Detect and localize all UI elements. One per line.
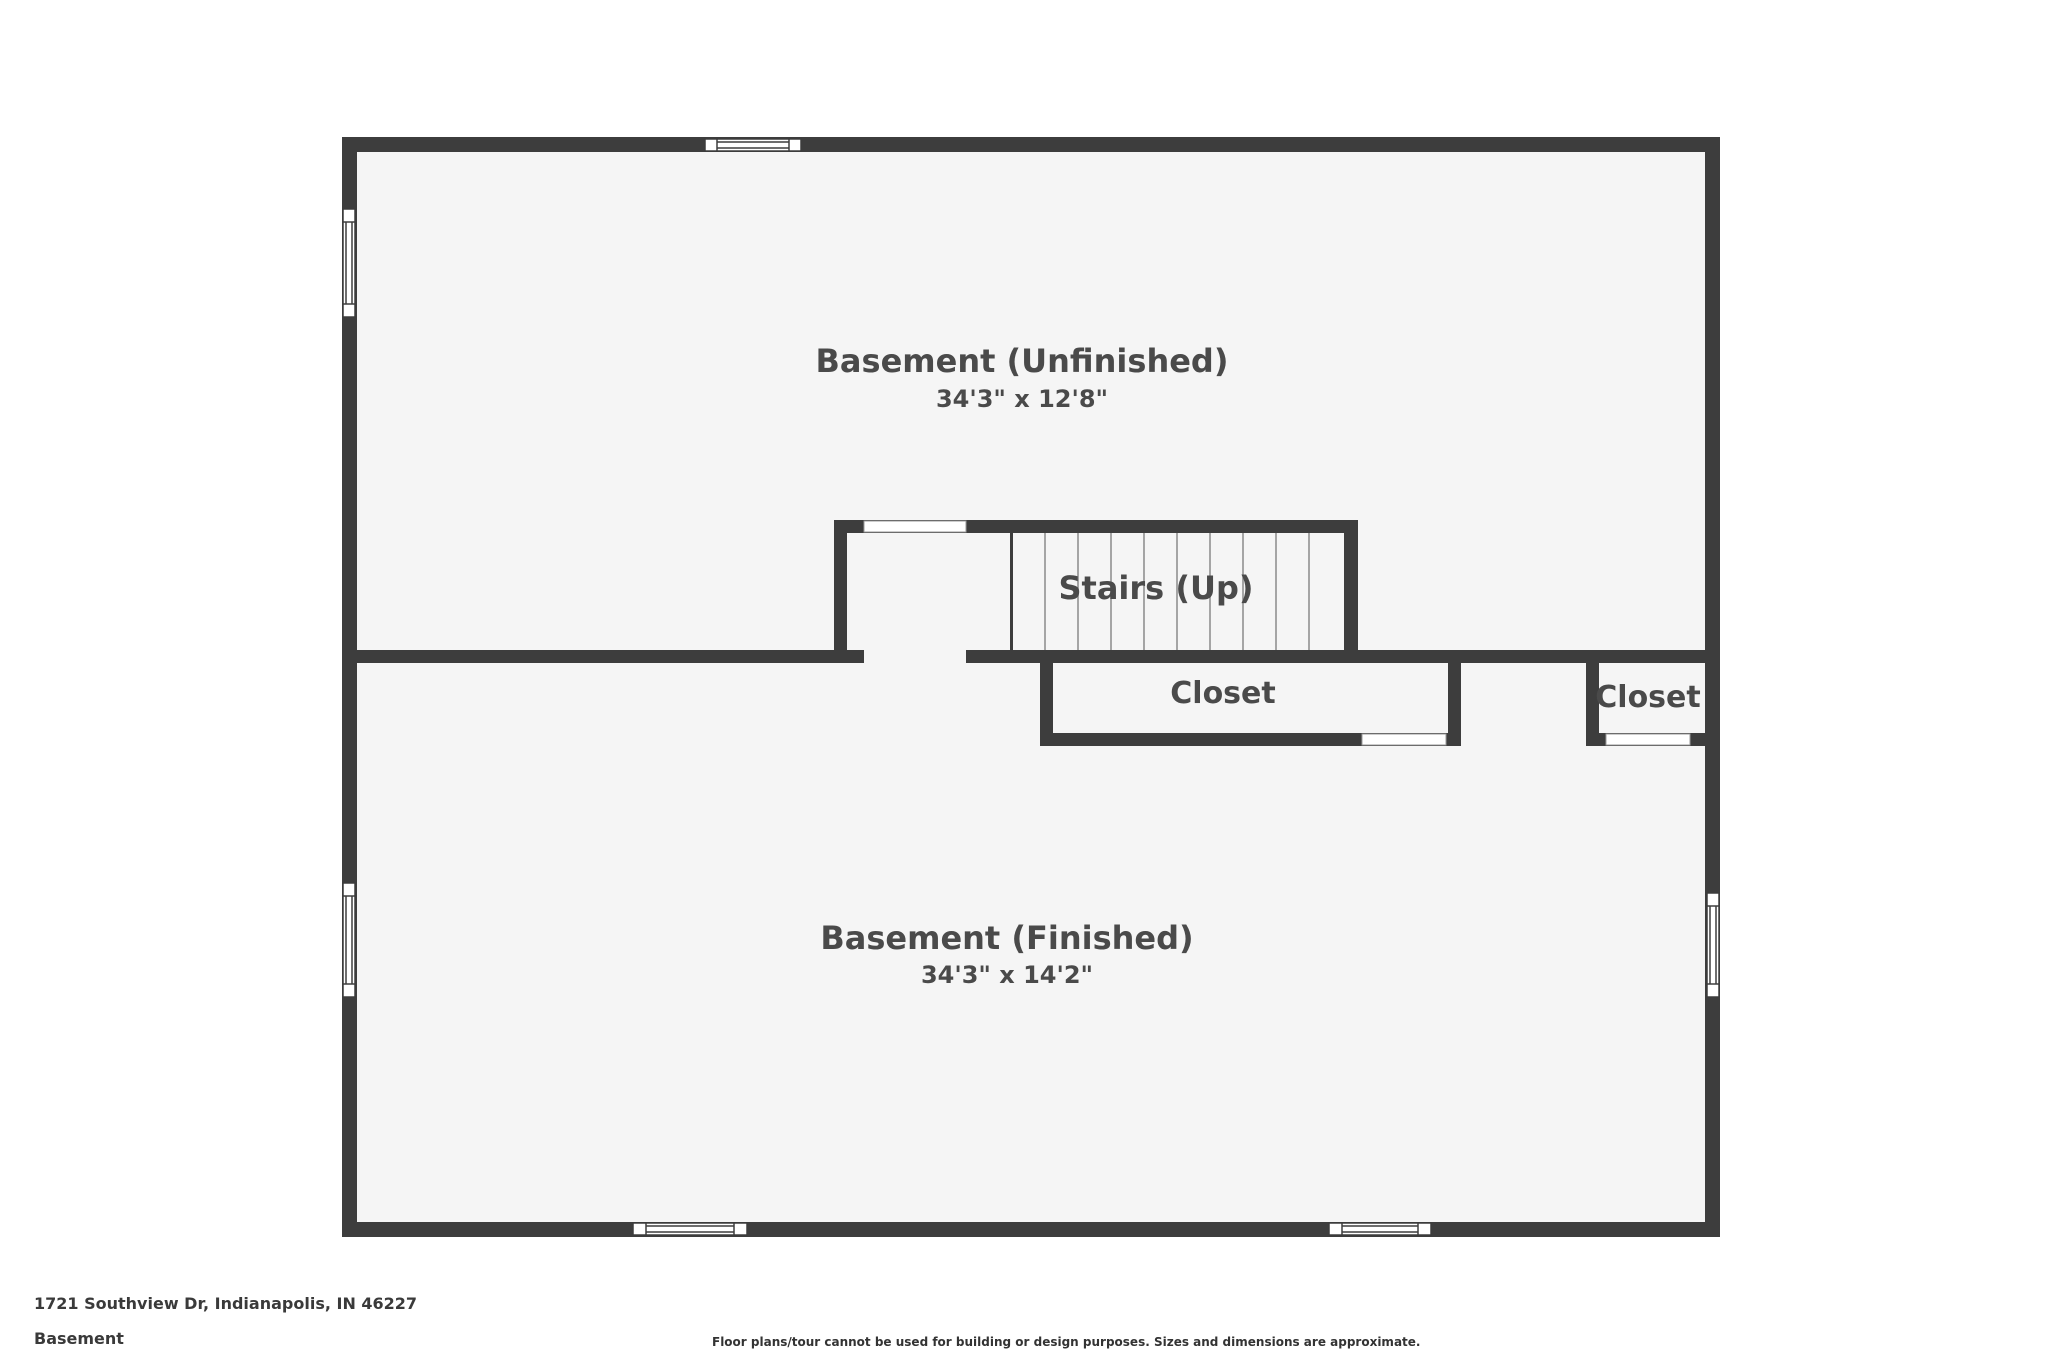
window-top	[704, 138, 802, 152]
room-dims-finished: 34'3" x 14'2"	[921, 961, 1093, 989]
floor-name: Basement	[34, 1329, 124, 1348]
room-label-closet-right: Closet	[1595, 680, 1700, 715]
stair-treads	[1011, 533, 1310, 650]
disclaimer: Floor plans/tour cannot be used for buil…	[712, 1335, 1421, 1349]
room-label-unfinished: Basement (Unfinished)	[816, 342, 1229, 380]
window-bottom-left	[632, 1222, 748, 1236]
door-openings	[863, 520, 1691, 746]
windows	[342, 138, 1720, 1236]
room-label-finished: Basement (Finished)	[820, 919, 1193, 957]
window-right	[1706, 892, 1720, 998]
floor-area	[348, 144, 1714, 1229]
room-dims-unfinished: 34'3" x 12'8"	[936, 385, 1108, 413]
window-bottom-right	[1328, 1222, 1432, 1236]
room-label-stairs: Stairs (Up)	[1058, 569, 1253, 607]
window-left-upper	[342, 208, 356, 318]
window-left-lower	[342, 882, 356, 998]
property-address: 1721 Southview Dr, Indianapolis, IN 4622…	[34, 1294, 418, 1313]
stair-edge	[1010, 533, 1013, 650]
room-label-closet-center: Closet	[1170, 676, 1275, 711]
